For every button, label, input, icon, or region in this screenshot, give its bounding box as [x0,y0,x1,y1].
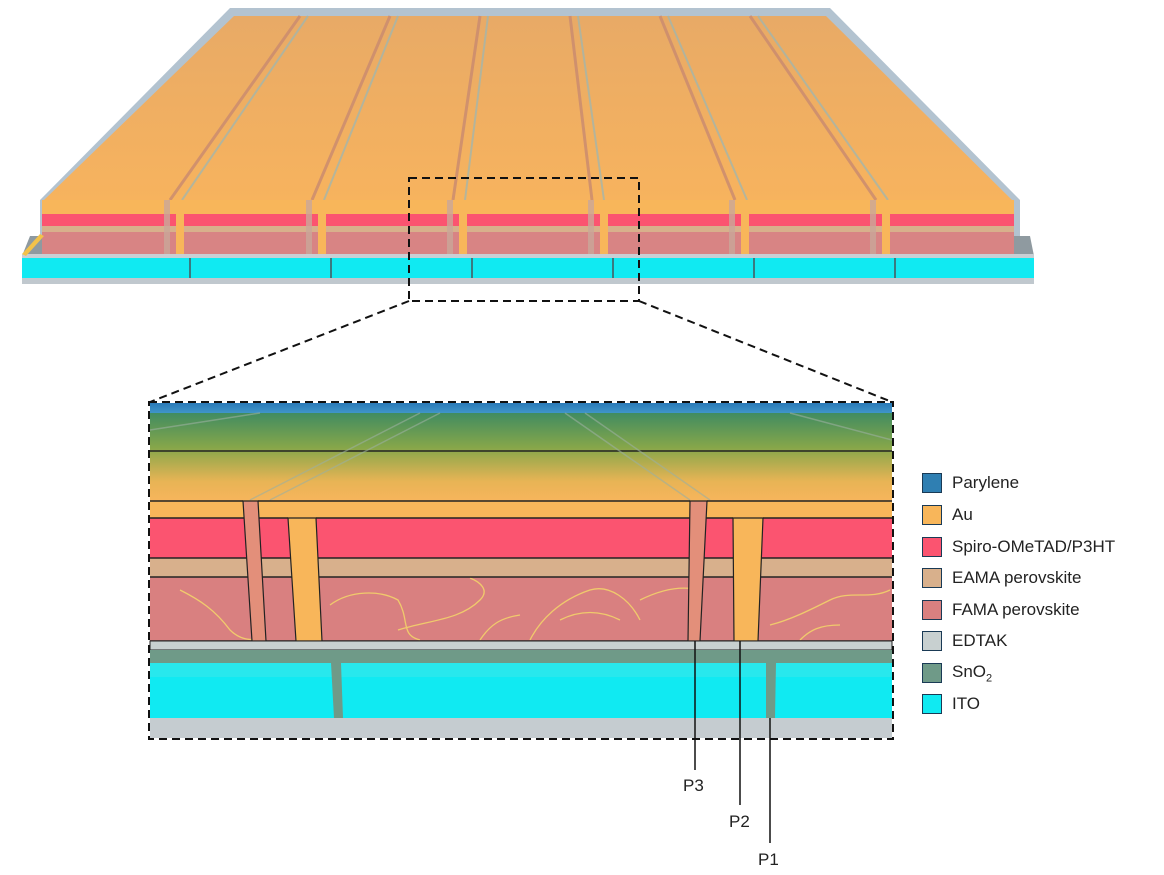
legend-swatch [922,505,942,525]
ito-layer [22,258,1034,278]
legend-item-au: Au [922,504,973,526]
legend-swatch [922,600,942,620]
eama-layer [150,558,892,577]
front-au-layer [42,200,1014,214]
htl-layer [150,518,892,558]
legend-label: ITO [952,694,981,713]
legend-label: Parylene [952,473,1020,492]
legend-swatch [922,568,942,588]
glass-bottom [22,278,1034,284]
glass-layer [150,718,892,738]
zoom-frame [148,401,894,740]
edtak-layer [149,640,893,651]
legend-swatch [922,694,942,714]
legend-item-sno2: SnO2 [922,662,992,684]
ito-p1-lines [189,258,896,278]
parylene-strip [150,403,892,413]
legend-label: Spiro-OMeTAD/P3HT [952,537,1116,556]
legend-label: EAMA perovskite [952,568,1082,587]
legend-swatch [922,473,942,493]
legend-swatch [922,537,942,557]
legend-item-ito: ITO [922,693,980,715]
legend-label: Au [952,505,973,524]
legend-item-htl: Spiro-OMeTAD/P3HT [922,536,1115,558]
p1-label: P1 [758,850,779,869]
sno2-layer [150,650,892,663]
module-3d-view [22,8,1034,284]
p2-label: P2 [729,812,750,831]
cell-scribe-lines [168,15,878,201]
legend-item-edtak: EDTAK [922,630,1007,652]
legend-label: FAMA perovskite [952,600,1080,619]
front-p3-stripes [164,200,876,254]
legend-item-eama: EAMA perovskite [922,567,1081,589]
legend-label: SnO2 [952,661,993,685]
cross-section [148,401,894,843]
legend-swatch [922,663,942,683]
scribe-callout-lines [694,641,771,843]
au-layer [150,501,892,518]
fama-layer [150,577,892,641]
grain-boundaries [179,577,891,641]
legend-label: EDTAK [952,631,1008,650]
zoom-callout [149,177,893,403]
front-p2-au-stripes [176,214,890,254]
au-top-surface [44,16,1012,200]
front-htl-layer [42,214,1014,226]
p3-label: P3 [683,776,704,795]
front-fama-layer [42,232,1014,254]
p3-grooves [242,500,708,642]
p2-vias [287,517,764,642]
legend-item-fama: FAMA perovskite [922,599,1080,621]
legend-item-parylene: Parylene [922,472,1019,494]
front-eama-layer [42,226,1014,232]
p1-scribes [331,663,776,718]
legend-swatch [922,631,942,651]
zoom-selection-box [408,177,640,302]
